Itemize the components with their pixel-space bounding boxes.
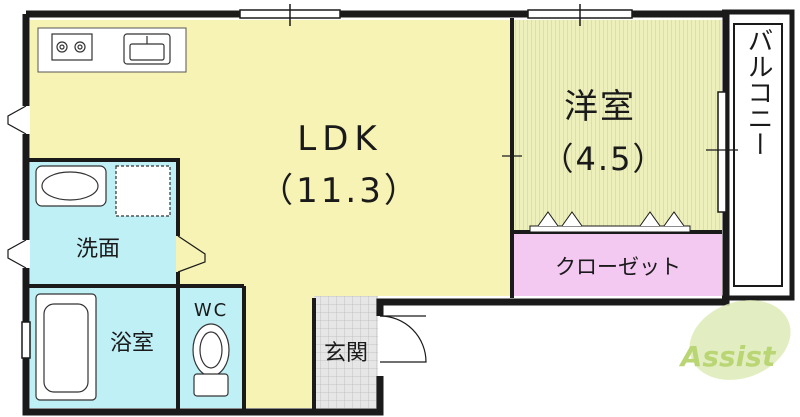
doors xyxy=(7,105,738,363)
ldk-label: LDK xyxy=(297,119,382,159)
closet-floor xyxy=(512,232,722,296)
balcony-walls xyxy=(722,9,795,301)
hall-floor xyxy=(244,296,314,408)
toilet-icon xyxy=(192,323,230,397)
windows xyxy=(21,4,727,359)
western-room-label: 洋室 xyxy=(564,87,636,127)
ldk-size-label: （11.3） xyxy=(259,171,421,211)
western-room-size-label: （4.5） xyxy=(542,140,667,178)
sink-icon xyxy=(123,33,171,65)
western-room-floor xyxy=(512,20,722,232)
washing-machine-icon xyxy=(115,165,171,217)
closet-label: クローゼット xyxy=(555,255,681,279)
bathroom-label: 浴室 xyxy=(110,331,154,356)
logo-text: Assist xyxy=(679,340,777,373)
balcony-inner xyxy=(733,23,783,287)
entrance-label: 玄関 xyxy=(324,341,368,366)
washroom-label: 洗面 xyxy=(76,237,120,262)
balcony-label: バルコニー xyxy=(743,27,773,157)
closet-doors xyxy=(529,211,691,233)
assist-logo: Assist xyxy=(679,300,791,380)
bathtub-icon xyxy=(35,293,97,401)
entrance-floor xyxy=(314,296,378,408)
stove-icon xyxy=(51,33,93,61)
washbasin-icon xyxy=(35,165,107,207)
wc-label: WC xyxy=(194,300,228,321)
